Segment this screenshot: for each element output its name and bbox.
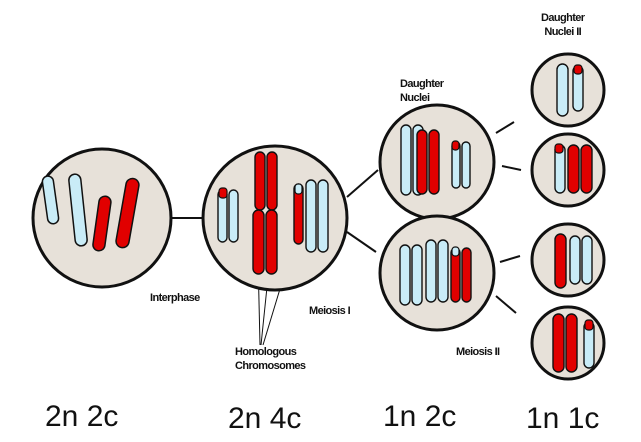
maternal-chromatid [266, 210, 277, 274]
daughter-nuclei-ii-line2: Nuclei II [541, 25, 584, 39]
paternal-chromosome [570, 236, 580, 284]
maternal-chromatid [267, 152, 277, 210]
paternal-chromatid [400, 245, 410, 305]
daughter-nucleus-ii-4 [532, 307, 604, 379]
maternal-segment [585, 320, 593, 330]
daughter-nucleus-ii-3 [532, 224, 604, 296]
connector-meiosis1-lower [347, 232, 376, 252]
paternal-chromatid [426, 240, 436, 302]
connector-meiosis1-upper [347, 170, 378, 197]
maternal-segment [452, 141, 459, 150]
connector-nuclei2-bottom [496, 296, 516, 313]
ploidy-meiosis-i: 2n 4c [228, 402, 301, 436]
daughter-nuclei-line2: Nuclei [400, 91, 443, 105]
homologous-chromosomes-label: Homologous Chromosomes [235, 345, 305, 373]
cell-body [380, 216, 494, 330]
meiosis-i-label: Meiosis I [309, 304, 350, 318]
paternal-chromatid [229, 190, 238, 242]
paternal-chromatid [412, 245, 422, 305]
daughter-nuclei-ii-line1: Daughter [541, 11, 584, 25]
maternal-segment [219, 188, 227, 198]
daughter-nuclei-label: Daughter Nuclei [400, 77, 443, 105]
interphase-label: Interphase [150, 291, 200, 305]
homologous-line1: Homologous [235, 345, 305, 359]
interphase-cell [33, 149, 171, 287]
daughter-nucleus-lower [380, 216, 494, 330]
cell-body [532, 224, 604, 296]
maternal-chromatid [417, 130, 427, 194]
daughter-nucleus-ii-1 [532, 54, 604, 126]
paternal-chromatid [401, 125, 411, 195]
ploidy-daughter-nuclei: 1n 2c [383, 400, 456, 434]
paternal-segment [452, 247, 459, 256]
daughter-nucleus-ii-2 [532, 134, 604, 206]
maternal-chromatid [255, 152, 265, 210]
paternal-chromatid [462, 142, 470, 188]
connector-nuclei1-second [502, 166, 521, 170]
ploidy-interphase: 2n 2c [45, 400, 118, 434]
paternal-segment [295, 184, 302, 194]
connector-nuclei2-third [500, 256, 520, 262]
maternal-chromosome [553, 314, 564, 372]
meiosis-ii-label: Meiosis II [456, 345, 500, 359]
paternal-segment [555, 144, 563, 153]
maternal-chromatid [462, 248, 471, 302]
maternal-chromosome [566, 314, 577, 372]
maternal-chromatid [429, 130, 439, 194]
paternal-chromosome [582, 236, 592, 284]
maternal-chromatid [253, 210, 264, 274]
paternal-chromatid [318, 180, 328, 252]
connector-nuclei1-top [496, 122, 514, 133]
daughter-nuclei-ii-label: Daughter Nuclei II [541, 11, 584, 39]
homologous-line2: Chromosomes [235, 359, 305, 373]
maternal-segment [574, 65, 582, 74]
maternal-chromosome [568, 145, 579, 193]
paternal-chromosome [557, 64, 568, 116]
maternal-chromosome [555, 234, 566, 288]
maternal-chromosome [581, 145, 592, 193]
ploidy-daughter-nuclei-ii: 1n 1c [526, 402, 599, 436]
paternal-chromatid [306, 180, 316, 252]
daughter-nuclei-line1: Daughter [400, 77, 443, 91]
daughter-nucleus-upper [380, 105, 494, 219]
paternal-chromatid [438, 240, 448, 302]
meiosis-i-cell [203, 146, 347, 290]
